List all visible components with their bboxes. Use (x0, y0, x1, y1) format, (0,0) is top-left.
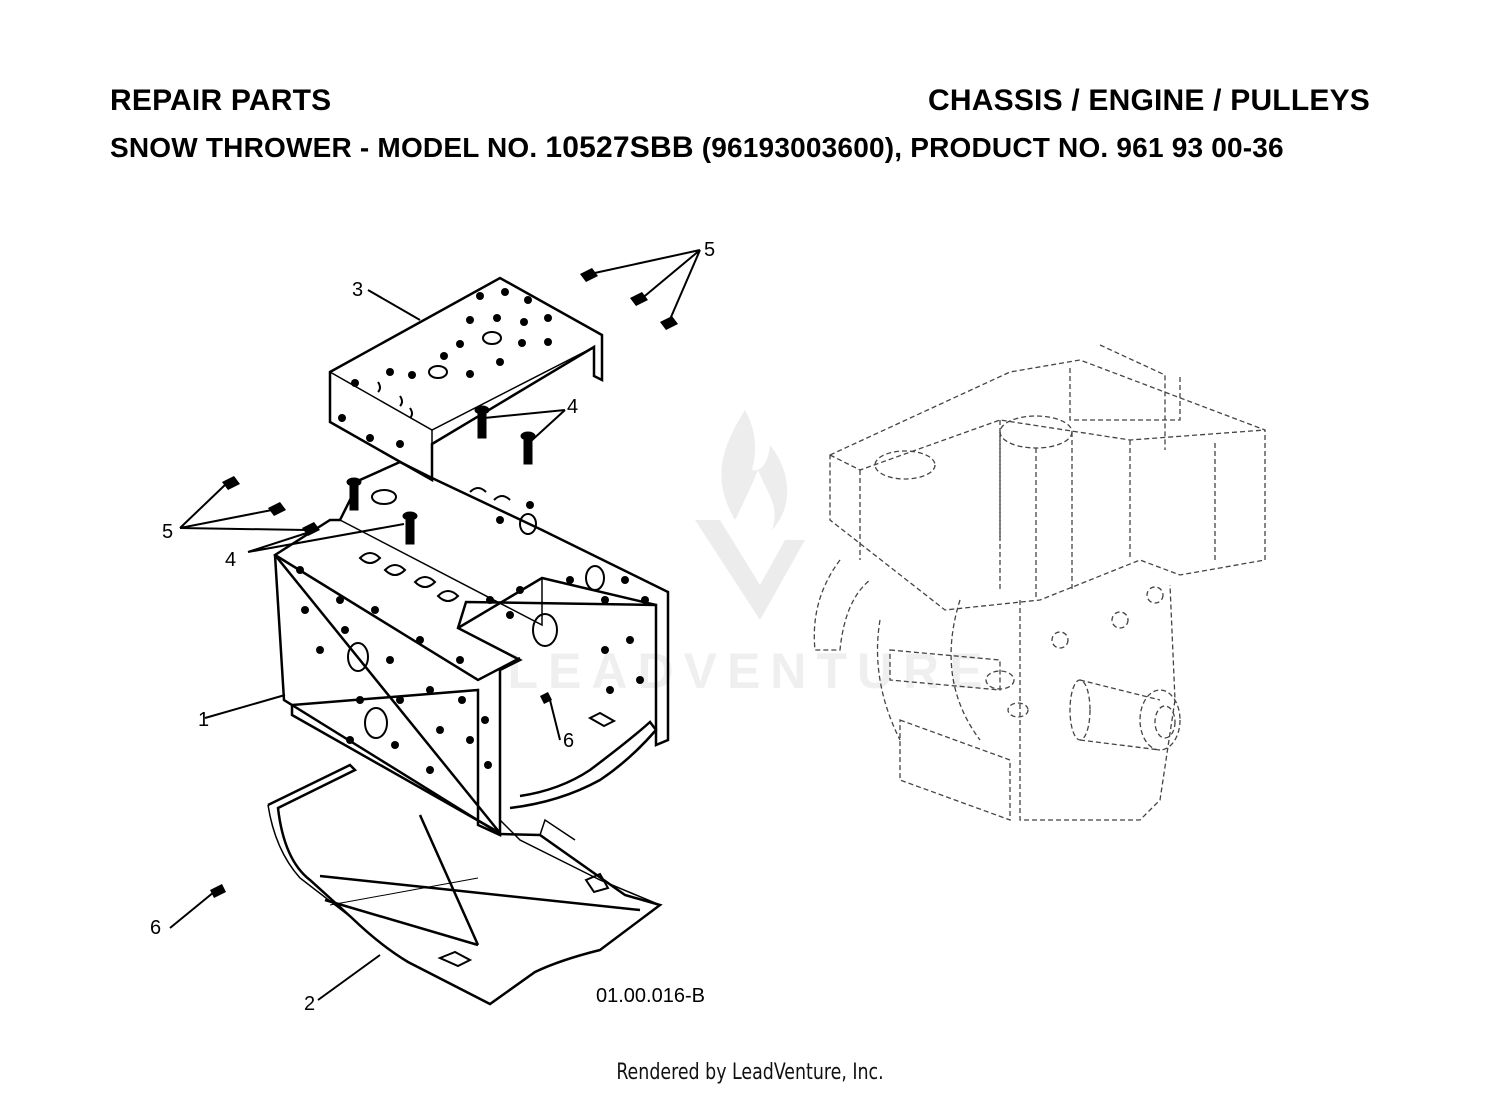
top-bracket-holes (338, 288, 552, 448)
page-title: REPAIR PARTS (110, 84, 332, 117)
section-title: CHASSIS / ENGINE / PULLEYS (928, 84, 1370, 117)
top-bracket-slots (377, 331, 502, 419)
callout-4-left: 4 (225, 549, 236, 571)
nuts (210, 268, 678, 898)
callout-5-top: 5 (704, 239, 715, 261)
callout-5-left: 5 (162, 521, 173, 543)
engine-phantom (813, 344, 1266, 821)
bolts (346, 405, 536, 545)
chassis-large-holes (347, 487, 617, 739)
subtitle-suffix: (96193003600), PRODUCT NO. 961 93 00-36 (693, 132, 1284, 163)
bottom-cover (267, 763, 663, 1006)
wv-logo-icon (695, 520, 805, 620)
figure-code: 01.00.016-B (596, 985, 705, 1007)
watermark-text: LEADVENTURE (507, 643, 992, 699)
model-number: 10527SBB (545, 131, 694, 164)
flame-logo-icon (721, 410, 788, 530)
callout-labels: 1 2 3 4 4 5 5 6 6 01.00.016-B (150, 239, 715, 1015)
callout-1: 1 (198, 709, 209, 731)
callout-lines (169, 249, 701, 1001)
watermark: LEADVENTURE (507, 410, 992, 699)
footer-credit: Rendered by LeadVenture, Inc. (616, 1060, 884, 1085)
callout-6-left: 6 (150, 917, 161, 939)
top-bracket (328, 276, 604, 483)
callout-2: 2 (304, 993, 315, 1015)
callout-6-center: 6 (563, 730, 574, 752)
chassis-frame (273, 460, 670, 837)
callout-4-top: 4 (567, 396, 578, 418)
chassis-rail (509, 720, 658, 810)
subtitle-prefix: SNOW THROWER - MODEL NO. (110, 132, 546, 163)
callout-3: 3 (352, 279, 363, 301)
model-subtitle: SNOW THROWER - MODEL NO. 10527SBB (96193… (110, 131, 1284, 165)
chassis-holes (296, 501, 649, 774)
